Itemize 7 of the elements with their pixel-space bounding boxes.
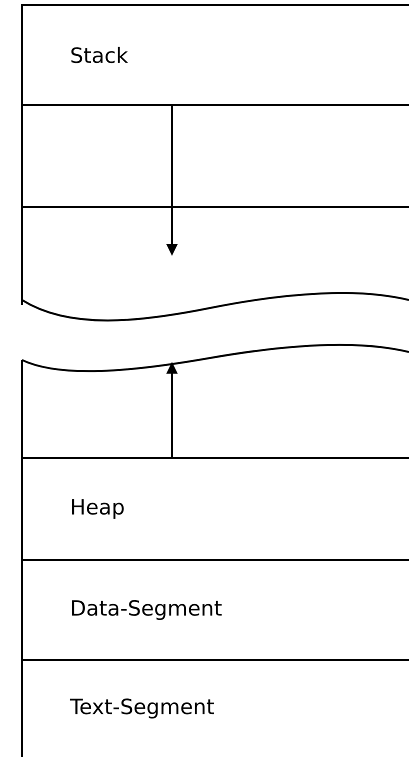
memory-region (21, 207, 409, 322)
memory-segment: Data-Segment (21, 560, 409, 661)
memory-region (21, 105, 409, 208)
memory-segment: Heap (21, 458, 409, 561)
memory-region (21, 344, 409, 459)
memory-segment: Text-Segment (21, 660, 214, 757)
memory-segment: Stack (21, 4, 409, 106)
